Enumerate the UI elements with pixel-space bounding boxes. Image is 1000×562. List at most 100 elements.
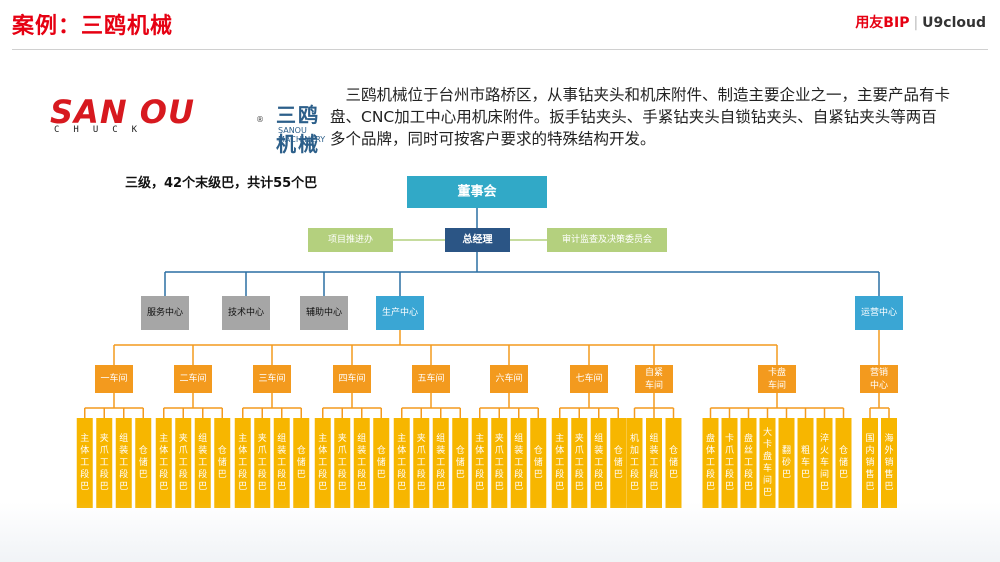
workshop-box-5: 五车间	[412, 365, 450, 393]
logo-registered-mark: ®	[256, 115, 264, 124]
workshop-9-unit-1-char: 段	[706, 468, 715, 480]
workshop-7-unit-4-bg	[610, 418, 627, 508]
workshop-5-unit-1-char: 巴	[397, 481, 406, 492]
workshop-3-unit-3-char: 组	[277, 432, 286, 444]
structure-summary: 三级，42个末级巴，共计55个巴	[125, 176, 318, 191]
left-side-box: 项目推进办	[308, 228, 393, 252]
workshop-7-unit-2-char: 段	[575, 468, 584, 480]
workshop-9-unit-7-bg	[816, 418, 833, 508]
center-box-3-bg	[300, 296, 348, 330]
workshop-5-unit-3-char: 工	[436, 458, 445, 468]
workshop-6-unit-2-char: 爪	[495, 445, 504, 456]
workshop-2-unit-4-char: 巴	[218, 469, 227, 480]
sales-unit-2-char: 巴	[884, 481, 893, 492]
workshop-6-unit-2-bg	[491, 418, 508, 508]
workshop-4-unit-3-char: 工	[357, 458, 366, 468]
workshop-6-unit-1-char: 工	[475, 458, 484, 468]
center-box-2: 技术中心	[222, 296, 270, 330]
workshop-3-unit-2-char: 段	[258, 468, 267, 480]
workshop-1-unit-1-char: 体	[80, 444, 89, 456]
workshop-7-unit-3-char: 段	[594, 468, 603, 480]
center-box-1: 服务中心	[141, 296, 189, 330]
workshop-box-2-label: 二车间	[179, 372, 206, 384]
workshop-9-unit-2-char: 段	[725, 468, 734, 480]
workshop-9-unit-6-bg	[797, 418, 814, 508]
sales-unit-2-char: 售	[884, 468, 893, 480]
workshop-9-unit-2-char: 卡	[725, 432, 734, 444]
workshop-4-unit-3-char: 装	[357, 444, 366, 456]
workshop-box-3: 三车间	[253, 365, 291, 393]
workshop-6-unit-4-char: 储	[534, 456, 543, 468]
workshop-6-unit-3-char: 段	[514, 468, 523, 480]
sales-unit-2-char: 销	[884, 456, 893, 468]
workshop-4-unit-1-char: 段	[318, 468, 327, 480]
sales-unit-1-char: 销	[865, 456, 874, 468]
right-side-box-label: 审计监查及决策委员会	[562, 233, 652, 245]
workshop-9-unit-8-char: 储	[839, 456, 848, 468]
title-divider	[12, 49, 988, 50]
workshop-3-unit-3-char: 工	[277, 458, 286, 468]
logo-chinese-name: 三鸥机械	[276, 103, 320, 156]
workshop-6-unit-2-char: 巴	[495, 481, 504, 492]
brand-logo: 用友BIP|U9cloud	[855, 12, 986, 32]
workshop-5-unit-1-char: 工	[397, 458, 406, 468]
workshop-3-unit-3-char: 装	[277, 444, 286, 456]
workshop-4-unit-1-char: 巴	[318, 481, 327, 492]
workshop-7-unit-2-char: 巴	[575, 481, 584, 492]
workshop-box-2-bg	[174, 365, 212, 393]
workshop-9-unit-8-char: 仓	[839, 444, 848, 456]
center-box-4: 生产中心	[376, 296, 424, 330]
sales-unit-1-bg	[862, 418, 878, 508]
workshop-6-unit-4-char: 巴	[534, 469, 543, 480]
center-box-4-label: 生产中心	[382, 306, 418, 318]
workshop-5-unit-2-char: 工	[417, 458, 426, 468]
workshop-1-unit-3-char: 装	[119, 444, 128, 456]
workshop-7-unit-4: 仓储巴	[610, 418, 627, 508]
sales-unit-1-char: 售	[865, 468, 874, 480]
company-logo: SAN OU CHUCK ® 三鸥机械 SANOU MACHINERY	[50, 93, 325, 156]
workshop-5-unit-4-char: 巴	[456, 469, 465, 480]
workshop-4-unit-4-bg	[373, 418, 390, 508]
workshop-1-unit-1-char: 工	[80, 458, 89, 468]
board-box: 董事会	[407, 176, 547, 208]
workshop-9-unit-6-char: 车	[801, 456, 810, 468]
workshop-9-unit-4-char: 间	[763, 474, 772, 486]
workshop-6-unit-4-char: 仓	[534, 444, 543, 456]
workshop-8-unit-1-bg	[626, 418, 643, 508]
workshop-7-unit-1-char: 主	[555, 432, 564, 444]
workshop-2-unit-3-char: 段	[198, 468, 207, 480]
workshop-box-4-label: 四车间	[338, 372, 365, 384]
sales-unit-1-char: 内	[865, 444, 874, 456]
workshop-6-unit-4: 仓储巴	[530, 418, 547, 508]
workshop-2-unit-2-char: 爪	[179, 445, 188, 456]
workshop-box-1: 一车间	[95, 365, 133, 393]
workshop-box-8-bg	[635, 365, 673, 393]
workshop-7-unit-4-char: 储	[614, 456, 623, 468]
workshop-7-unit-1-char: 工	[555, 458, 564, 468]
workshop-1-unit-4-char: 巴	[139, 469, 148, 480]
sales-center-box-label: 中心	[870, 379, 888, 391]
workshop-2-unit-4-char: 仓	[218, 444, 227, 456]
workshop-6-unit-3-char: 巴	[514, 481, 523, 492]
workshop-7-unit-3-char: 组	[594, 432, 603, 444]
workshop-5-unit-2-char: 爪	[417, 445, 426, 456]
center-box-1-label: 服务中心	[147, 306, 183, 318]
workshop-2-unit-3-char: 装	[198, 444, 207, 456]
workshop-9-unit-7-char: 间	[820, 468, 829, 480]
workshop-5-unit-1-bg	[393, 418, 410, 508]
workshop-6-unit-3-char: 装	[514, 444, 523, 456]
